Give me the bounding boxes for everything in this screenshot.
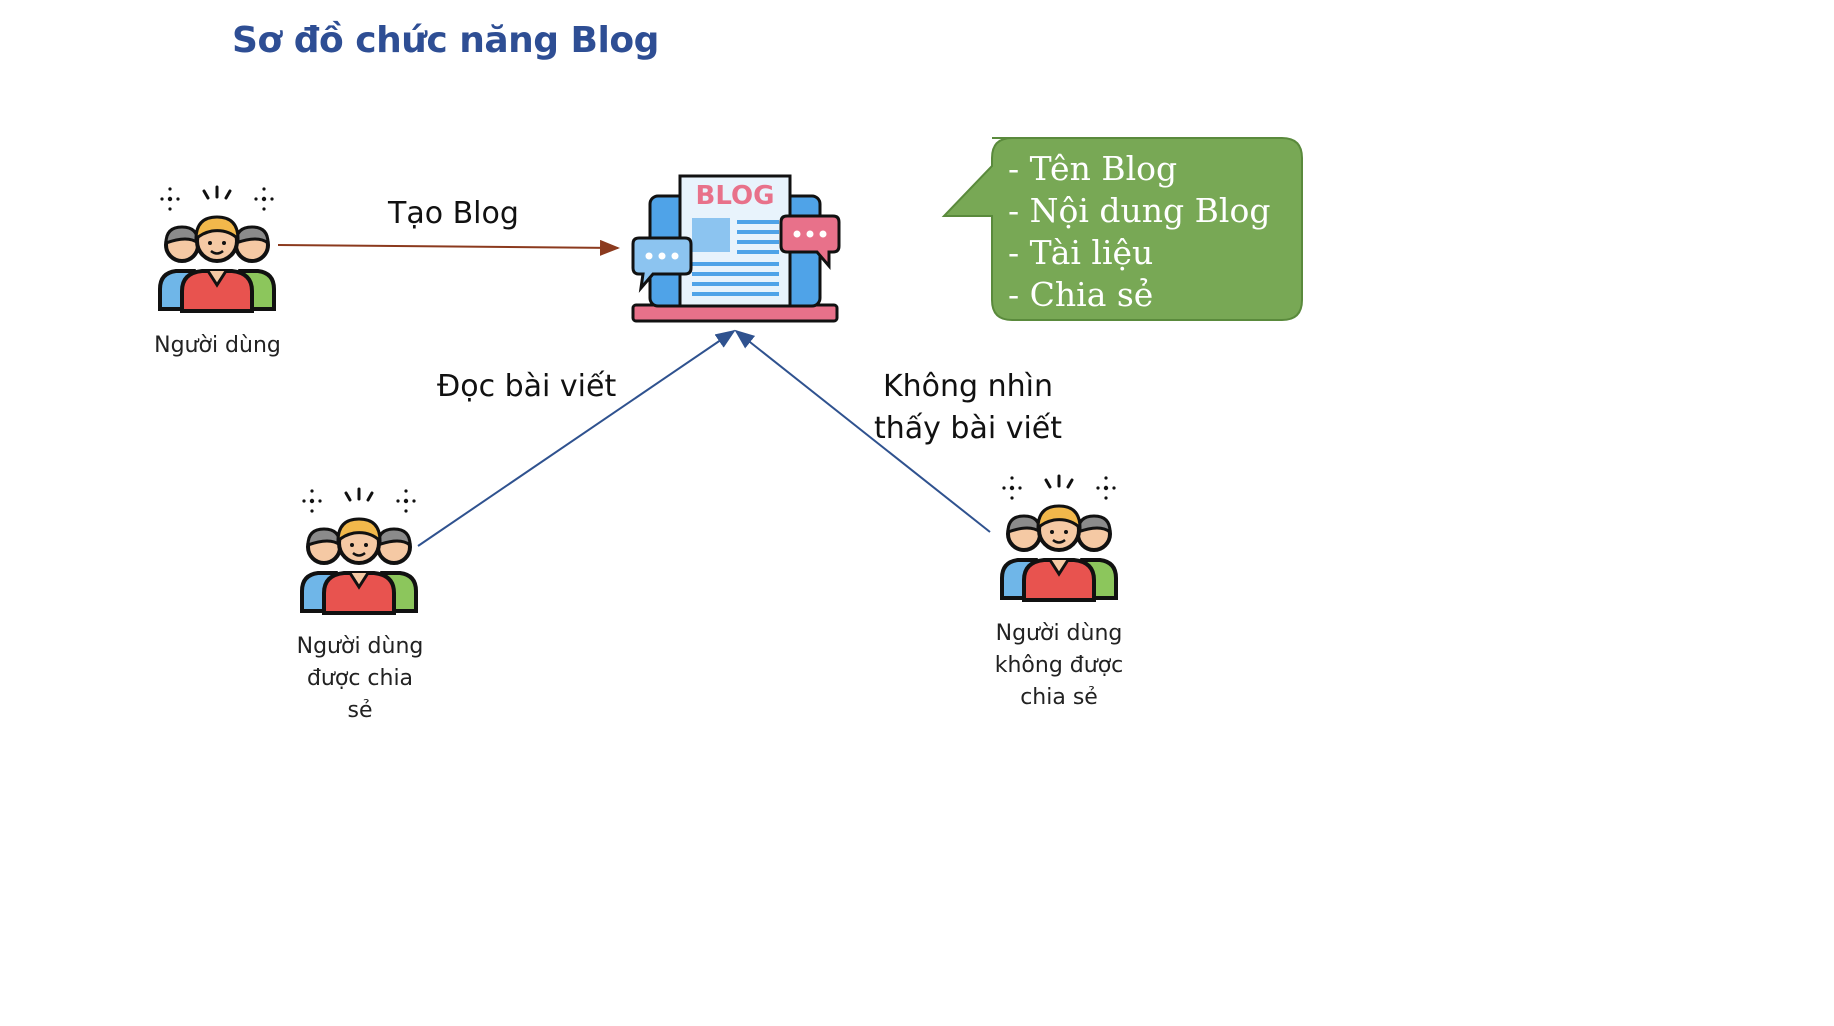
user-group-icon: [300, 487, 418, 615]
callout-item: - Chia sẻ: [1008, 275, 1154, 314]
edge-label-no-view-line: thấy bài viết: [873, 411, 1063, 446]
page-title: Sơ đồ chức năng Blog: [232, 20, 659, 61]
unshared-user-label-line: chia sẻ: [1020, 685, 1098, 710]
user-group-icon: [1000, 474, 1118, 602]
edge-label-create: Tạo Blog: [388, 196, 519, 231]
blog-icon-text: BLOG: [696, 181, 775, 211]
unshared-user-label: Người dùng không được chia sẻ: [964, 618, 1154, 714]
shared-user-label: Người dùng được chia sẻ: [270, 631, 450, 727]
callout-item: - Nội dung Blog: [1008, 191, 1271, 230]
shared-user-label-line: Người dùng: [296, 634, 424, 659]
callout-list: - Tên Blog - Nội dung Blog - Tài liệu - …: [1008, 148, 1270, 316]
create-arrow: [277, 239, 620, 256]
callout-bubble: [941, 137, 1303, 321]
callout-item: - Tài liệu: [1008, 233, 1154, 272]
user-label: Người dùng: [154, 333, 281, 358]
shared-user-label-line: sẻ: [347, 698, 373, 723]
edge-label-read: Đọc bài viết: [437, 369, 617, 404]
shared-user-label-line: được chia: [306, 666, 414, 691]
edge-label-no-view: Không nhìn thấy bài viết: [868, 366, 1068, 450]
no-view-arrow: [734, 329, 991, 533]
read-arrow: [417, 329, 736, 547]
callout-item: - Tên Blog: [1008, 149, 1178, 188]
unshared-user-label-line: không được: [994, 653, 1124, 678]
user-group-icon: [158, 185, 276, 313]
edge-label-no-view-line: Không nhìn: [882, 369, 1053, 404]
blog-page-icon: BLOG: [631, 174, 841, 323]
unshared-user-label-line: Người dùng: [995, 621, 1123, 646]
